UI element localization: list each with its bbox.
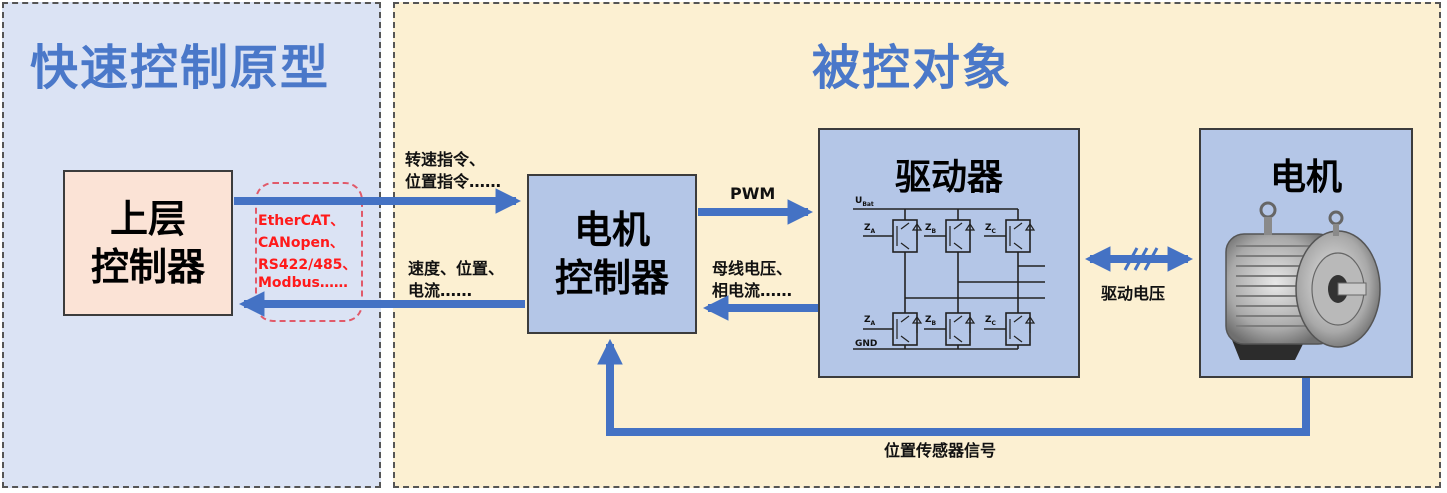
protocol-rs422-485: RS422/485、 (258, 257, 357, 273)
za-bottom-sub: A (870, 319, 876, 327)
zb-top-sub: B (931, 227, 937, 235)
command-label-line1: 转速指令、 (405, 150, 486, 169)
left-panel-title: 快速控制原型 (30, 40, 331, 96)
zc-top-text: Z (985, 223, 992, 233)
zc-bottom-label: ZC (985, 314, 996, 330)
za-bottom-label: ZA (864, 314, 875, 330)
protocol-ethercat: EtherCAT、 (258, 213, 345, 229)
driver-title: 驱动器 (894, 157, 1003, 198)
drive-voltage-label: 驱动电压 (1101, 284, 1166, 303)
bus-label-line2: 相电流…… (712, 281, 793, 300)
sensor-feedback-arrow (597, 338, 1310, 436)
feedback-label-line2: 电流…… (408, 281, 473, 300)
za-top-label: ZA (864, 222, 875, 238)
zc-top-label: ZC (985, 222, 996, 238)
zb-bottom-label: ZB (925, 314, 936, 330)
motor-controller-line2: 控制器 (554, 256, 669, 300)
feedback-label-line1: 速度、位置、 (408, 259, 505, 278)
three-phase-marks (1123, 247, 1159, 271)
ubat-label: UBat (855, 195, 874, 211)
zb-bottom-text: Z (925, 315, 932, 325)
pwm-label: PWM (730, 184, 776, 203)
zc-bottom-sub: C (991, 319, 996, 327)
za-bottom-text: Z (864, 315, 871, 325)
motor-controller-box: 电机 控制器 (527, 174, 697, 334)
motor-title: 电机 (1269, 157, 1342, 198)
za-top-sub: A (870, 227, 876, 235)
right-panel-title: 被控对象 (812, 40, 1013, 96)
motor-controller-line1: 电机 (573, 208, 650, 252)
zc-top-sub: C (991, 227, 996, 235)
protocol-group (255, 182, 363, 322)
ubat-text: U (855, 196, 863, 206)
upper-controller-line2: 控制器 (90, 245, 205, 289)
ubat-subscript: Bat (862, 200, 874, 208)
command-label-line2: 位置指令…… (405, 172, 502, 191)
zc-bottom-text: Z (985, 315, 992, 325)
zb-top-text: Z (925, 223, 932, 233)
upper-controller-box: 上层 控制器 (63, 170, 233, 316)
zb-bottom-sub: B (931, 319, 937, 327)
motor-illustration (1225, 201, 1381, 360)
za-top-text: Z (864, 223, 871, 233)
upper-controller-line1: 上层 (109, 197, 186, 241)
protocol-modbus: Modbus…… (258, 275, 348, 291)
protocol-canopen: CANopen、 (258, 235, 344, 251)
inverter-circuit (853, 208, 1045, 350)
sensor-signal-label: 位置传感器信号 (884, 441, 997, 460)
bus-label-line1: 母线电压、 (712, 259, 793, 278)
gnd-label: GND (855, 339, 878, 349)
zb-top-label: ZB (925, 222, 936, 238)
